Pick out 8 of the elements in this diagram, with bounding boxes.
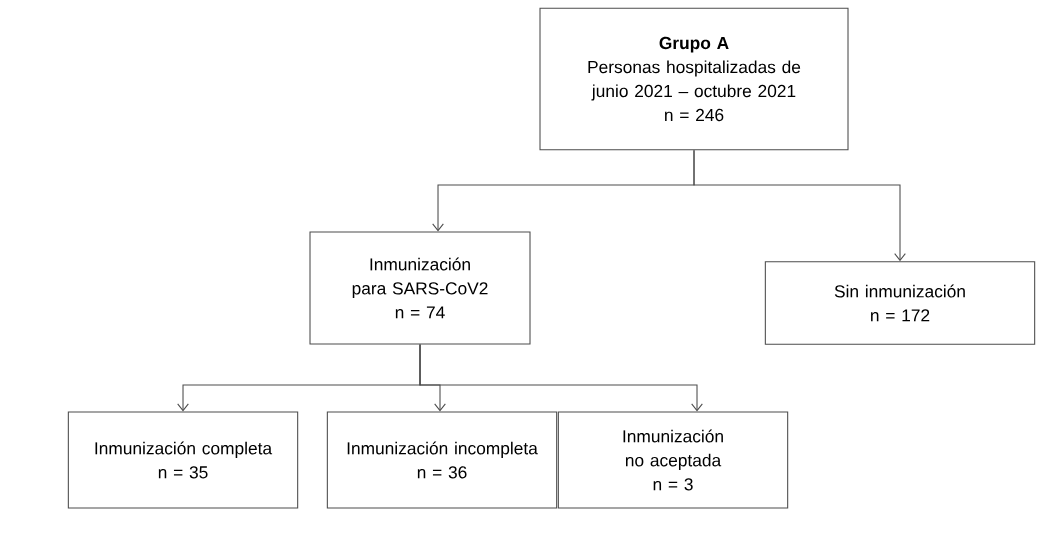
process-box: Sin inmunización n = 172 xyxy=(764,261,1036,345)
process-box: Grupo A Personas hospitalizadas de junio 2021 – octubre 2021 n = 246 xyxy=(539,7,849,151)
arrow xyxy=(693,149,906,262)
process-box: Inmunización para SARS-CoV2 n = 74 xyxy=(309,231,531,345)
arrow xyxy=(419,344,703,412)
process-box: Inmunización incompleta n = 36 xyxy=(326,411,558,509)
process-box: Inmunización completa n = 35 xyxy=(67,411,299,509)
process-box: Inmunización no aceptada n = 3 xyxy=(557,411,789,509)
